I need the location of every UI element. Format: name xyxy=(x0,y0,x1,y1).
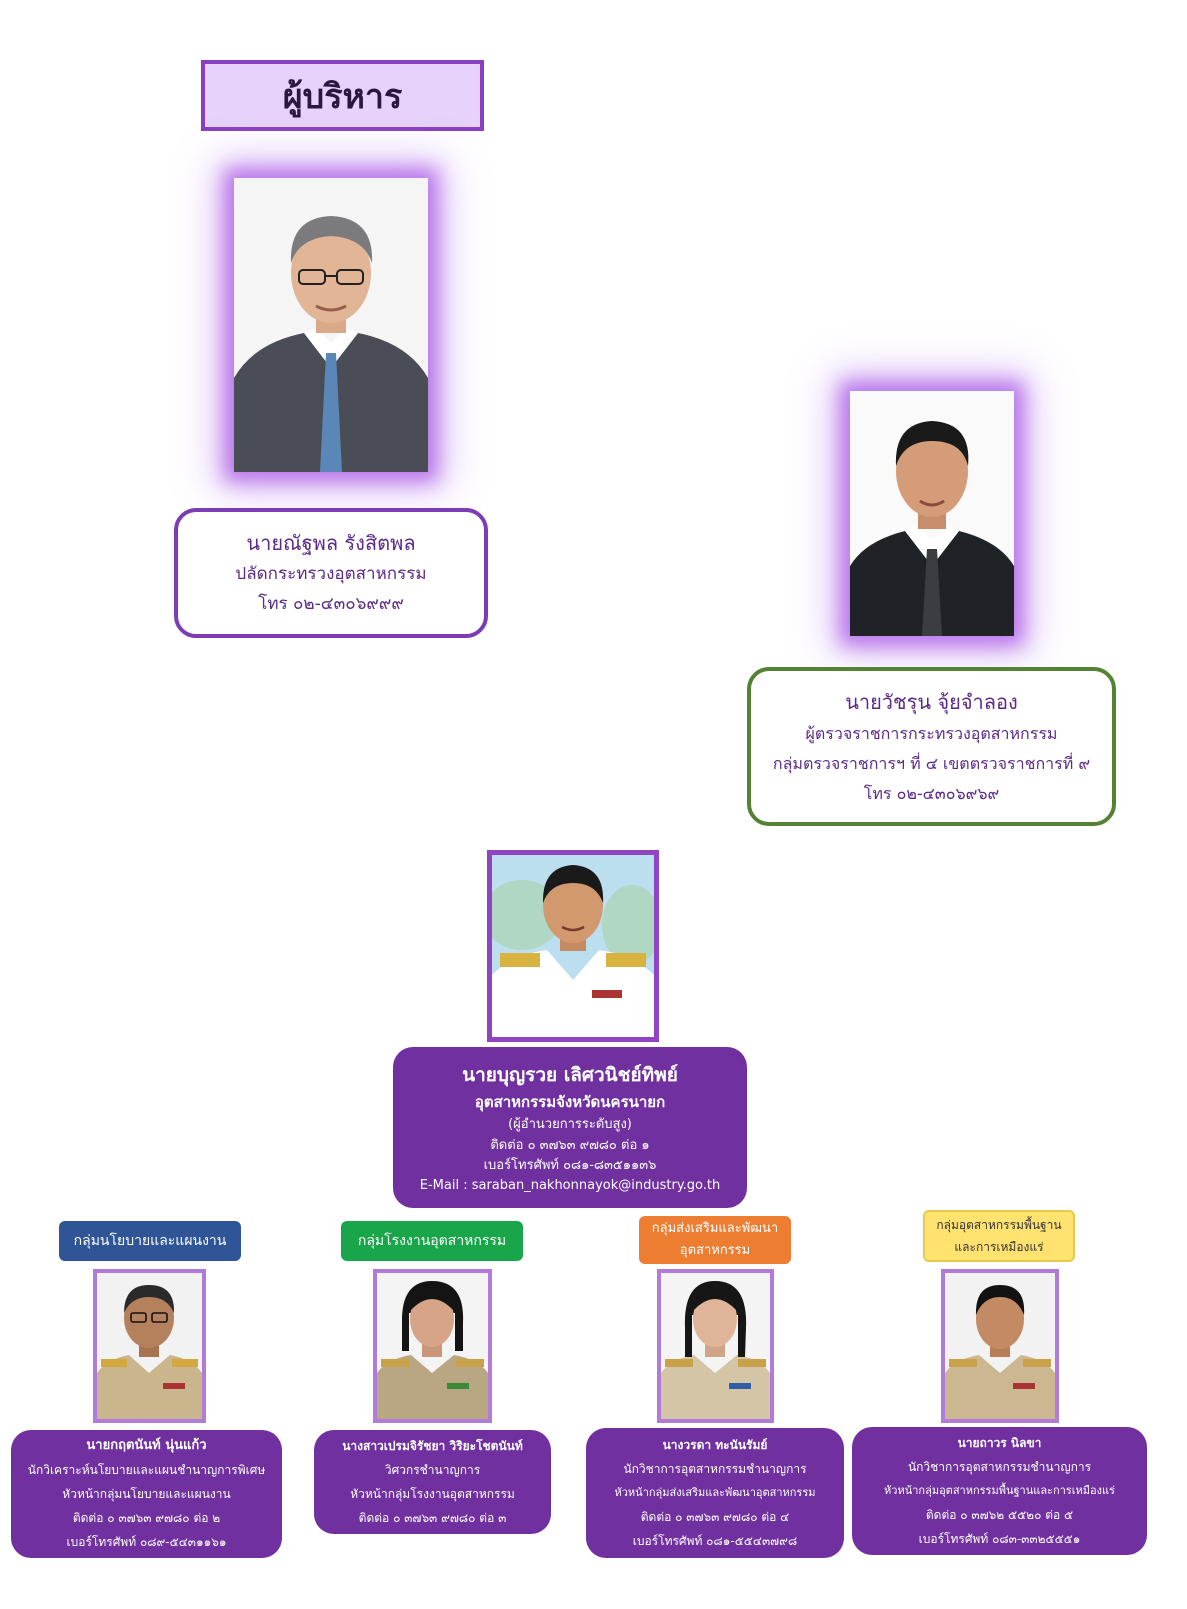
group-promotion-contact: ติดต่อ ๐ ๓๗๖๓ ๙๗๘๐ ต่อ ๔ xyxy=(640,1510,790,1524)
group-factory-head-name: นางสาวเปรมจิรัชยา วิริยะโชตนันท์ xyxy=(342,1439,523,1453)
group-promotion-head-position: นักวิชาการอุตสาหกรรมชำนาญการ xyxy=(623,1462,807,1476)
group-factory-head-role: หัวหน้ากลุ่มโรงงานอุตสาหกรรม xyxy=(350,1487,515,1501)
inspector-card: นายวัชรุน จุ้ยจำลอง ผู้ตรวจราชการกระทรวง… xyxy=(747,667,1116,826)
director-email: E-Mail : saraban_nakhonnayok@industry.go… xyxy=(419,1177,721,1193)
group-factory-head-photo xyxy=(373,1269,492,1423)
director-photo xyxy=(487,850,659,1042)
group-promotion-head-photo xyxy=(657,1269,774,1423)
permanent-secretary-phone: โทร ๐๒-๔๓๐๖๙๙๙ xyxy=(258,594,404,614)
inspector-name: นายวัชรุน จุ้ยจำลอง xyxy=(845,689,1018,714)
group-policy-mobile: เบอร์โทรศัพท์ ๐๘๙-๕๔๓๑๑๖๑ xyxy=(66,1535,227,1549)
group-label-factory: กลุ่มโรงงานอุตสาหกรรม xyxy=(341,1221,523,1261)
permanent-secretary-position: ปลัดกระทรวงอุตสาหกรรม xyxy=(235,564,427,584)
group-promotion-head-name: นางวรดา ทะนันรัมย์ xyxy=(662,1438,768,1452)
director-level: (ผู้อำนวยการระดับสูง) xyxy=(508,1116,632,1132)
permanent-secretary-name: นายณัฐพล รังสิตพล xyxy=(246,531,416,555)
page-title: ผู้บริหาร xyxy=(201,60,484,131)
group-policy-card: นายกฤตนันท์ นุ่นแก้ว นักวิเคราะห์นโยบายแ… xyxy=(11,1430,282,1558)
group-mining-contact: ติดต่อ ๐ ๓๗๖๒ ๕๕๒๐ ต่อ ๕ xyxy=(925,1508,1074,1522)
group-policy-head-role: หัวหน้ากลุ่มนโยบายและแผนงาน xyxy=(62,1487,231,1501)
group-policy-head-photo xyxy=(93,1269,206,1423)
group-policy-head-position: นักวิเคราะห์นโยบายและแผนชำนาญการพิเศษ xyxy=(27,1463,266,1477)
group-promotion-head-role: หัวหน้ากลุ่มส่งเสริมและพัฒนาอุตสาหกรรม xyxy=(614,1486,816,1499)
group-factory-contact: ติดต่อ ๐ ๓๗๖๓ ๙๗๘๐ ต่อ ๓ xyxy=(358,1511,507,1525)
group-label-promotion: กลุ่มส่งเสริมและพัฒนา อุตสาหกรรม xyxy=(639,1216,791,1264)
inspector-position: ผู้ตรวจราชการกระทรวงอุตสาหกรรม xyxy=(805,723,1058,743)
director-mobile: เบอร์โทรศัพท์ ๐๘๑-๘๓๕๑๑๓๖ xyxy=(483,1157,657,1173)
director-position: อุตสาหกรรมจังหวัดนครนายก xyxy=(474,1092,666,1111)
group-factory-card: นางสาวเปรมจิรัชยา วิริยะโชตนันท์ วิศวกรช… xyxy=(314,1430,551,1534)
group-mining-head-role: หัวหน้ากลุ่มอุตสาหกรรมพื้นฐานและการเหมือ… xyxy=(884,1484,1115,1497)
group-mining-head-photo xyxy=(941,1269,1059,1423)
group-promotion-card: นางวรดา ทะนันรัมย์ นักวิชาการอุตสาหกรรมช… xyxy=(586,1428,844,1558)
group-factory-head-position: วิศวกรชำนาญการ xyxy=(384,1463,481,1477)
director-name: นายบุญรวย เลิศวนิชย์ทิพย์ xyxy=(462,1063,678,1086)
group-mining-head-position: นักวิชาการอุตสาหกรรมชำนาญการ xyxy=(907,1460,1092,1474)
group-mining-mobile: เบอร์โทรศัพท์ ๐๘๓-๓๓๒๕๕๕๑ xyxy=(918,1532,1081,1546)
group-promotion-mobile: เบอร์โทรศัพท์ ๐๘๑-๕๕๔๓๗๙๘ xyxy=(632,1534,798,1548)
permanent-secretary-card: นายณัฐพล รังสิตพล ปลัดกระทรวงอุตสาหกรรม … xyxy=(174,508,488,638)
group-label-mining: กลุ่มอุตสาหกรรมพื้นฐาน และการเหมืองแร่ xyxy=(923,1210,1075,1262)
inspector-group: กลุ่มตรวจราชการฯ ที่ ๔ เขตตรวจราชการที่ … xyxy=(772,753,1091,773)
permanent-secretary-photo xyxy=(234,178,428,472)
group-policy-contact: ติดต่อ ๐ ๓๗๖๓ ๙๗๘๐ ต่อ ๒ xyxy=(72,1511,221,1525)
group-mining-head-name: นายถาวร นิลขา xyxy=(957,1436,1042,1450)
director-contact: ติดต่อ ๐ ๓๗๖๓ ๙๗๘๐ ต่อ ๑ xyxy=(490,1137,650,1153)
director-card: นายบุญรวย เลิศวนิชย์ทิพย์ อุตสาหกรรมจังห… xyxy=(393,1047,747,1208)
inspector-phone: โทร ๐๒-๔๓๐๖๙๖๙ xyxy=(863,783,1000,803)
group-mining-card: นายถาวร นิลขา นักวิชาการอุตสาหกรรมชำนาญก… xyxy=(852,1427,1147,1555)
group-policy-head-name: นายกฤตนันท์ นุ่นแก้ว xyxy=(86,1438,207,1453)
inspector-photo xyxy=(850,391,1014,636)
group-label-policy: กลุ่มนโยบายและแผนงาน xyxy=(59,1221,241,1261)
